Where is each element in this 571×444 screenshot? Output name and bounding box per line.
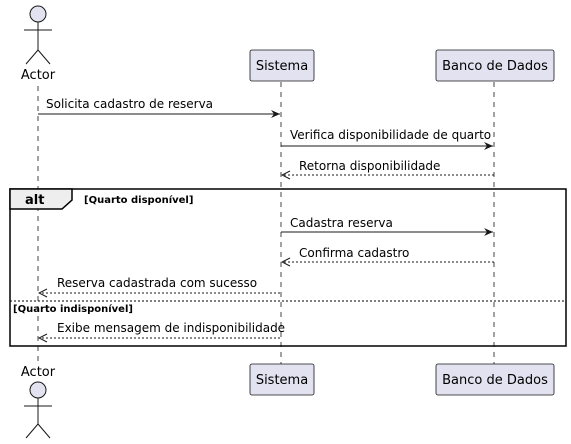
participant-sistema-bottom [249,363,315,396]
participant-sistema-top [249,49,315,82]
participant-banco-label-bottom: Banco de Dados [442,373,548,388]
participant-banco-bottom [435,363,555,396]
message-7-label: Exibe mensagem de indisponibilidade [57,321,285,335]
alt-keyword: alt [25,193,44,208]
message-1-label: Solicita cadastro de reserva [46,97,213,111]
message-5-label: Confirma cadastro [299,246,409,260]
actor-figure-top [24,5,52,65]
actor-figure-bottom [24,381,52,439]
alt-guard-2: [Quarto indisponível] [13,303,133,315]
message-6-label: Reserva cadastrada com sucesso [57,276,257,290]
message-3-label: Retorna disponibilidade [299,159,440,173]
alt-fragment-tab [9,188,73,210]
participant-banco-label-top: Banco de Dados [442,59,548,74]
message-2-label: Verifica disponibilidade de quarto [290,128,491,142]
alt-fragment [9,188,567,347]
participant-banco-top [435,49,555,82]
alt-guard-1: [Quarto disponível] [84,194,193,206]
actor-label-top: Actor [21,68,56,83]
message-4-label: Cadastra reserva [290,216,393,230]
participant-sistema-label-bottom: Sistema [256,373,308,388]
participant-sistema-label-top: Sistema [256,59,308,74]
actor-label-bottom: Actor [21,365,56,380]
